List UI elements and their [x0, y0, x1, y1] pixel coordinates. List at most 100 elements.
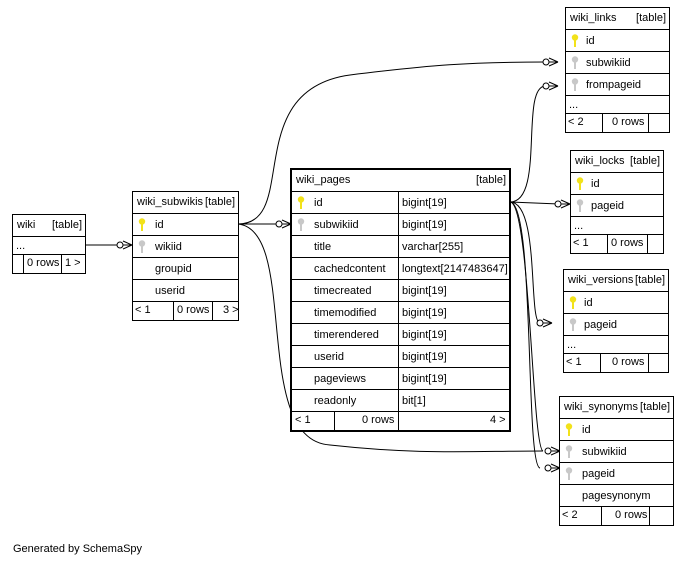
table-header: wiki_versions [table] [564, 270, 668, 292]
column-name: subwikiid [314, 219, 359, 231]
edge-pages-versions [509, 201, 541, 324]
row-count: 0 rows [611, 237, 644, 249]
table-name: wiki_links [570, 12, 617, 24]
column-type: bigint[19] [402, 285, 447, 297]
table-header: wiki [table] [13, 215, 85, 237]
column-type: bigint[19] [402, 329, 447, 341]
column-row: subwikiid [560, 441, 673, 463]
column-row: userid bigint[19] [292, 346, 509, 368]
column-row: id [566, 30, 669, 52]
column-row: subwikiid [566, 52, 669, 74]
column-row: readonly bit[1] [292, 390, 509, 412]
ellipsis: ... [569, 99, 579, 111]
column-name: title [314, 241, 332, 253]
table-header: wiki_subwikis [table] [133, 192, 238, 214]
foreign-key-icon [576, 199, 584, 212]
table-footer: < 2 0 rows [566, 114, 669, 132]
table-footer: < 1 0 rows [564, 354, 668, 372]
column-name: id [314, 197, 323, 209]
table-wiki-synonyms[interactable]: wiki_synonyms [table] id subwikiid pagei… [559, 396, 674, 526]
foreign-key-icon [138, 240, 146, 253]
ellipsis: ... [574, 220, 584, 232]
row-count: 0 rows [177, 304, 210, 316]
column-row: id [564, 292, 668, 314]
column-row: groupid [133, 258, 238, 280]
column-placeholder: ... [564, 336, 668, 354]
column-name: cachedcontent [314, 263, 386, 275]
child-count: 3 > [223, 304, 239, 316]
table-footer: < 1 0 rows [571, 235, 663, 253]
primary-key-icon [571, 34, 579, 47]
column-name: subwikiid [586, 57, 631, 69]
edge-subwikis-links [237, 61, 546, 225]
column-name: pageviews [314, 373, 366, 385]
ellipsis: ... [567, 339, 577, 351]
generated-by-note: Generated by SchemaSpy [13, 543, 143, 555]
column-placeholder: ... [571, 217, 663, 235]
column-placeholder: ... [566, 96, 669, 114]
row-count: 0 rows [27, 257, 60, 269]
column-row: timecreated bigint[19] [292, 280, 509, 302]
row-count: 0 rows [615, 509, 648, 521]
column-row: pageid [560, 463, 673, 485]
column-type: bigint[19] [402, 219, 447, 231]
column-name: id [586, 35, 595, 47]
column-row: id bigint[19] [292, 192, 509, 214]
table-name: wiki_subwikis [137, 196, 204, 208]
column-name: pageid [584, 319, 618, 331]
column-name: timecreated [314, 285, 372, 297]
column-name: subwikiid [582, 446, 627, 458]
parent-count: < 1 [573, 237, 589, 249]
column-name: pageid [582, 468, 616, 480]
column-row: timemodified bigint[19] [292, 302, 509, 324]
primary-key-icon [576, 177, 584, 190]
column-name: pagesynonym [582, 490, 651, 502]
primary-key-icon [297, 196, 305, 209]
table-wiki[interactable]: wiki [table] ... 0 rows 1 > [12, 214, 86, 274]
column-type: bigint[19] [402, 373, 447, 385]
table-wiki-subwikis[interactable]: wiki_subwikis [table] id wikiid groupid … [132, 191, 239, 321]
table-kind: [table] [52, 219, 82, 231]
column-placeholder: ... [13, 237, 85, 255]
table-name: wiki_versions [568, 274, 634, 286]
column-name: frompageid [586, 79, 642, 91]
primary-key-icon [565, 423, 573, 436]
parent-count: < 1 [295, 414, 311, 426]
column-row: id [560, 419, 673, 441]
child-count: 4 > [490, 414, 506, 426]
column-type: bigint[19] [402, 351, 447, 363]
column-name: id [155, 219, 164, 231]
table-name: wiki_synonyms [564, 401, 638, 413]
column-row: subwikiid bigint[19] [292, 214, 509, 236]
column-type: bit[1] [402, 395, 426, 407]
table-name: wiki [17, 219, 36, 231]
table-footer: < 2 0 rows [560, 507, 673, 525]
row-count: 0 rows [362, 414, 395, 426]
edge-subwikis-synonyms [237, 223, 544, 453]
foreign-key-icon [565, 445, 573, 458]
table-name: wiki_locks [575, 155, 625, 167]
column-type: bigint[19] [402, 307, 447, 319]
column-name: id [591, 178, 600, 190]
parent-count: < 1 [135, 304, 151, 316]
column-name: readonly [314, 395, 357, 407]
column-type: bigint[19] [402, 197, 447, 209]
parent-count: < 2 [562, 509, 578, 521]
table-header: wiki_pages [table] [292, 170, 509, 192]
table-kind: [table] [205, 196, 235, 208]
foreign-key-icon [297, 218, 305, 231]
foreign-key-icon [565, 467, 573, 480]
column-row: pageid [564, 314, 668, 336]
table-wiki-pages[interactable]: wiki_pages [table] id bigint[19] subwiki… [290, 168, 511, 432]
table-wiki-locks[interactable]: wiki_locks [table] id pageid ... < 1 0 r… [570, 150, 664, 254]
column-row: frompageid [566, 74, 669, 96]
foreign-key-icon [571, 78, 579, 91]
table-wiki-links[interactable]: wiki_links [table] id subwikiid frompage… [565, 7, 670, 133]
column-row: id [133, 214, 238, 236]
table-kind: [table] [640, 401, 670, 413]
column-name: id [584, 297, 593, 309]
column-row: timerendered bigint[19] [292, 324, 509, 346]
foreign-key-icon [571, 56, 579, 69]
table-wiki-versions[interactable]: wiki_versions [table] id pageid ... < 1 … [563, 269, 669, 373]
column-row: userid [133, 280, 238, 302]
